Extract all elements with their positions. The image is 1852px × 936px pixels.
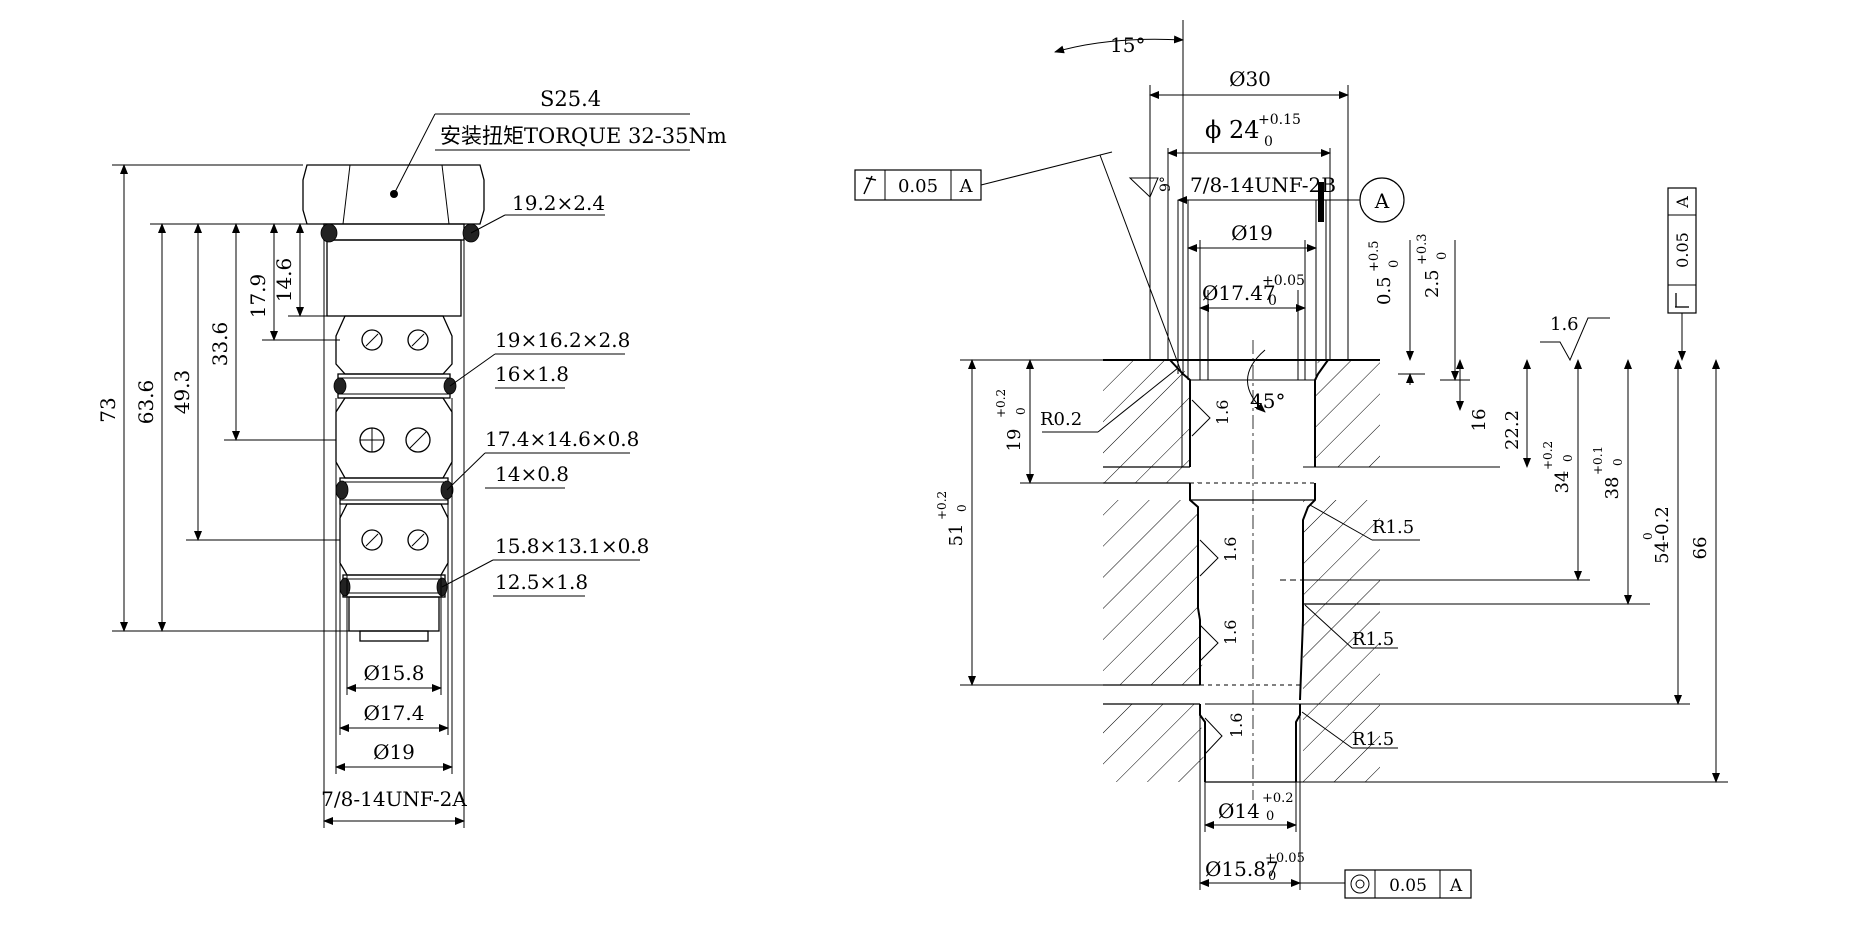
- dim-38-tol-low: 0: [1611, 458, 1625, 466]
- dim-49-3: 49.3: [170, 370, 194, 415]
- oring2-label: 19×16.2×2.8: [495, 328, 630, 352]
- dim-d15-87-tol-low: 0: [1268, 869, 1276, 884]
- dim-66: 66: [1690, 537, 1711, 560]
- angle-45: 45°: [1250, 389, 1285, 413]
- dim-34-tol-up: +0.2: [1541, 441, 1555, 470]
- dim-d17-47: Ø17.47: [1202, 281, 1276, 305]
- dim-63-6: 63.6: [134, 380, 158, 425]
- perpendicularity-tolerance-frame: A 0.05: [1667, 187, 1697, 361]
- o-rings: [320, 223, 480, 597]
- dim-d14: Ø14: [1218, 799, 1260, 823]
- left-horizontal-dimensions: Ø15.8 Ø17.4 Ø19 7/8-14UNF-2A: [321, 240, 467, 828]
- dim-d14-tol-low: 0: [1266, 809, 1274, 824]
- dim-thread-2a: 7/8-14UNF-2A: [321, 787, 467, 811]
- dim-19-depth-tol-low: 0: [1014, 407, 1028, 415]
- dim-d15-8: Ø15.8: [364, 661, 425, 685]
- dim-51: 51: [946, 524, 967, 547]
- roughness-marks: 1.6 1.6 1.6 1.6: [1191, 400, 1246, 755]
- runout-tolerance-frame: 0.05 A: [854, 151, 1113, 201]
- dim-38: 38: [1602, 477, 1623, 500]
- perp-tol-ref: A: [1673, 196, 1692, 209]
- angle-15: 15°: [1110, 33, 1145, 57]
- oring5-label: 14×0.8: [495, 462, 569, 486]
- dim-d14-tol-up: +0.2: [1262, 791, 1294, 806]
- concentricity-tolerance-frame: 0.05 A: [1344, 869, 1472, 899]
- dim-d24: ϕ 24: [1205, 116, 1260, 144]
- dim-d24-tol-up: +0.15: [1258, 112, 1301, 128]
- dim-14-6: 14.6: [272, 258, 296, 303]
- port-holes: [359, 329, 431, 551]
- runout-tol-value: 0.05: [898, 176, 938, 197]
- conc-tol-ref: A: [1449, 876, 1463, 896]
- cavity-section-view: A 15° 0.05 A Ø30 ϕ 24 +0.15 0 7/8-14UNF-…: [854, 20, 1728, 899]
- dim-34: 34: [1552, 471, 1573, 494]
- dim-d17-4: Ø17.4: [364, 701, 425, 725]
- dim-d30: Ø30: [1229, 67, 1271, 91]
- torque-label: 安装扭矩TORQUE 32-35Nm: [440, 124, 727, 148]
- left-vertical-dimensions: 73 63.6 49.3 33.6 17.9 14.6: [96, 164, 349, 632]
- rough-3: 1.6: [1221, 620, 1240, 645]
- oring7-label: 12.5×1.8: [495, 570, 588, 594]
- conc-tol-value: 0.05: [1389, 876, 1427, 896]
- cartridge-valve-view: [302, 164, 485, 642]
- dim-51-tol-up: +0.2: [935, 491, 949, 520]
- dim-0-5: 0.5: [1374, 276, 1395, 305]
- dim-19-depth: 19: [1004, 429, 1025, 452]
- dim-54-tol-up: 0: [1641, 532, 1655, 540]
- oring4-label: 17.4×14.6×0.8: [485, 427, 639, 451]
- dim-2-5: 2.5: [1422, 269, 1443, 298]
- dim-22-2: 22.2: [1502, 410, 1523, 450]
- dim-d19-cavity: Ø19: [1231, 221, 1273, 245]
- runout-tol-ref: A: [959, 176, 974, 197]
- radius-r1-5-b: R1.5: [1352, 629, 1394, 650]
- dim-d15-87-tol-up: +0.05: [1265, 851, 1305, 866]
- dim-d24-tol-low: 0: [1264, 134, 1273, 150]
- dim-19-depth-tol-up: +0.2: [994, 389, 1008, 418]
- dim-0-5-tol-up: +0.5: [1367, 240, 1382, 272]
- left-annotations: S25.4 安装扭矩TORQUE 32-35Nm 19.2×2.4 19×16.…: [393, 87, 727, 597]
- dim-73: 73: [96, 397, 120, 422]
- hex-size-label: S25.4: [540, 87, 601, 111]
- dim-thread-2b: 7/8-14UNF-2B: [1190, 173, 1336, 197]
- rough-1: 1.6: [1213, 400, 1232, 425]
- oring3-label: 16×1.8: [495, 362, 569, 386]
- dim-0-5-tol-low: 0: [1387, 260, 1402, 268]
- dim-d17-47-tol-up: +0.05: [1262, 273, 1305, 289]
- dim-54: 54-0.2: [1652, 506, 1673, 564]
- rough-2: 1.6: [1221, 537, 1240, 562]
- dim-38-tol-up: +0.1: [1591, 446, 1605, 475]
- dim-34-tol-low: 0: [1561, 454, 1575, 462]
- dim-2-5-tol-up: +0.3: [1415, 233, 1430, 265]
- radius-r1-5-a: R1.5: [1372, 517, 1414, 538]
- dim-d19: Ø19: [373, 740, 415, 764]
- dim-17-9: 17.9: [246, 274, 270, 319]
- dim-33-6: 33.6: [208, 322, 232, 367]
- radius-r1-5-c: R1.5: [1352, 729, 1394, 750]
- angle-9: 9°: [1158, 176, 1174, 192]
- datum-a: A: [1374, 189, 1390, 213]
- dim-51-tol-low: 0: [955, 504, 969, 512]
- perp-tol-value: 0.05: [1673, 232, 1692, 268]
- oring1-label: 19.2×2.4: [512, 191, 605, 215]
- rough-top: 1.6: [1550, 314, 1579, 335]
- oring6-label: 15.8×13.1×0.8: [495, 534, 649, 558]
- dim-2-5-tol-low: 0: [1435, 252, 1450, 260]
- dim-d17-47-tol-low: 0: [1268, 293, 1277, 309]
- rough-4: 1.6: [1227, 713, 1246, 738]
- dim-d15-87: Ø15.87: [1205, 857, 1279, 881]
- dim-16: 16: [1469, 409, 1490, 432]
- radius-r0-2: R0.2: [1040, 409, 1082, 430]
